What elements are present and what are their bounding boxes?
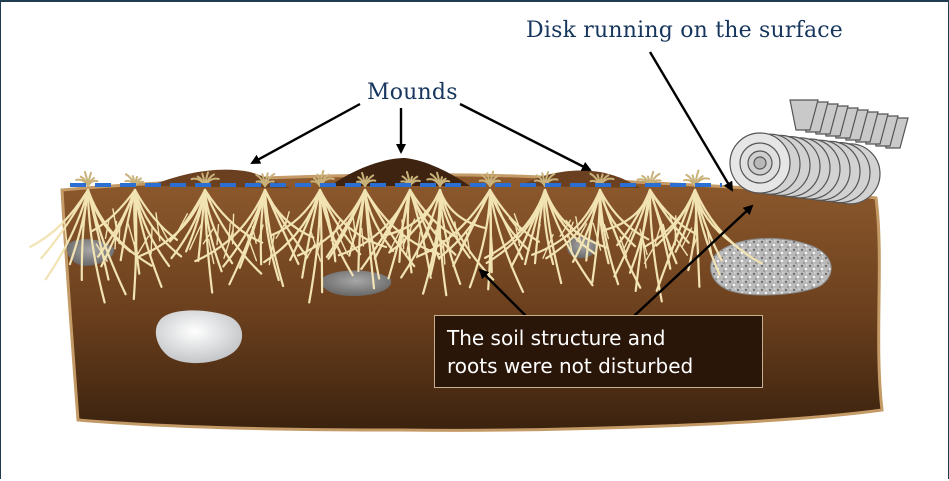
callout-box: The soil structure and roots were not di… [434,315,763,388]
grass-tuft-icon [255,172,276,187]
soil-block [60,173,884,432]
rock-icon [155,310,243,364]
rock-icon [66,239,115,266]
root-cluster-icon [643,188,763,292]
grass-tuft-icon [75,171,99,187]
root-system [29,188,763,304]
grass-tuft-icon [355,172,377,187]
rock-icon [567,236,598,259]
mounds-label: Mounds [367,80,458,105]
grass-tuft-icon [478,170,501,187]
rock-icon [710,238,832,296]
top-rule [0,0,949,2]
callout-line-2: roots were not disturbed [447,354,694,378]
callout-arrows [478,204,754,321]
grass-tuft-icon [426,171,451,187]
root-cluster-icon [416,188,540,293]
root-cluster-icon [29,188,153,304]
root-cluster-icon [138,188,264,294]
root-cluster-icon [601,188,699,303]
mounds-arrows [250,102,592,172]
disk-label: Disk running on the surface [526,18,843,43]
disk-arrow [648,51,734,192]
disk-harrow-icon [729,99,909,205]
root-cluster-icon [89,188,183,301]
root-cluster-icon [296,188,441,290]
callout-line-1: The soil structure and [447,326,666,350]
